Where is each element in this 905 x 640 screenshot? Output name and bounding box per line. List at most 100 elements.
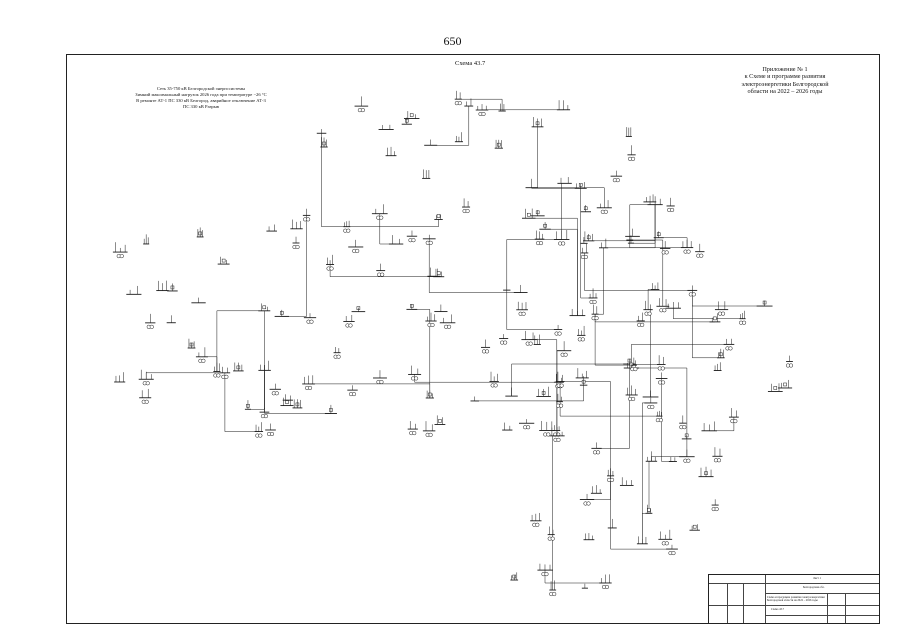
transformer-winding	[380, 272, 385, 277]
transformer-winding	[258, 433, 263, 438]
breaker	[773, 386, 778, 390]
grid-line	[531, 126, 538, 188]
transformer-winding	[633, 367, 638, 372]
breaker	[783, 382, 787, 387]
title-block-description: Схема и программа развития электроэнерге…	[767, 596, 825, 602]
transformer-winding	[728, 346, 733, 351]
page-number: 650	[443, 34, 462, 48]
grid-line	[411, 309, 431, 398]
transformer-winding	[484, 349, 490, 354]
grid-line	[556, 350, 565, 436]
transformer-winding	[686, 249, 691, 254]
transformer-winding	[144, 399, 149, 404]
grid-line	[651, 456, 687, 462]
diagram-caption: Сеть 35-750 кВ Белгородской энергосистем…	[106, 86, 296, 110]
grid-line	[673, 308, 743, 319]
transformer-winding	[550, 536, 555, 541]
transformer-winding	[670, 207, 675, 213]
transformer-winding	[788, 363, 794, 368]
appendix-line: области на 2022 – 2026 годы	[747, 88, 823, 96]
transformer-winding	[583, 254, 588, 260]
grid-line	[631, 344, 729, 368]
transformer-winding	[309, 319, 314, 324]
transformer-winding	[603, 209, 608, 214]
grid-line	[709, 417, 735, 432]
grid-line	[529, 339, 558, 431]
appendix-line: Приложение № 1	[762, 66, 808, 73]
grid-line	[588, 204, 656, 242]
transformer-winding	[650, 404, 655, 409]
grid-line	[506, 290, 559, 330]
grid-line	[145, 372, 225, 380]
transformer-winding	[412, 431, 417, 436]
breaker	[436, 214, 441, 218]
breaker	[436, 271, 441, 275]
transformer-winding	[348, 323, 353, 328]
title-block: Лист 1 Белгородская обл. Схема и програм…	[708, 574, 880, 624]
transformer-winding	[686, 458, 691, 463]
grid-line	[531, 187, 605, 208]
grid-line	[506, 239, 562, 291]
transformer-winding	[526, 425, 531, 430]
breaker	[713, 316, 717, 321]
breaker	[285, 400, 289, 404]
transformer-winding	[647, 311, 652, 316]
transformer-winding	[552, 591, 557, 597]
transformer-winding	[592, 299, 597, 305]
grid-line	[596, 364, 630, 449]
grid-line	[631, 367, 688, 457]
transformer-winding	[586, 501, 591, 506]
grid-line	[458, 98, 503, 111]
grid-line	[308, 383, 431, 398]
grid-line	[511, 363, 630, 397]
title-block-divider	[743, 583, 744, 623]
transformer-winding	[631, 156, 636, 161]
transformer-winding	[580, 337, 585, 342]
transformer-winding	[329, 266, 334, 271]
title-block-divider	[765, 615, 879, 616]
grid-line	[474, 385, 584, 402]
caption-line: ПС 330 кВ Разрыв	[183, 104, 219, 110]
transformer-winding	[346, 228, 351, 233]
grid-line	[584, 253, 693, 291]
grid-line	[247, 310, 265, 410]
grid-line	[346, 219, 439, 227]
grid-line	[692, 290, 765, 307]
transformer-winding	[716, 458, 722, 463]
transformer-winding	[360, 108, 365, 113]
transformer-winding	[481, 111, 486, 117]
grid-line	[264, 370, 331, 414]
grid-line	[216, 310, 265, 372]
transformer-winding	[671, 551, 676, 556]
transformer-winding	[493, 383, 498, 388]
transformer-winding	[201, 358, 206, 363]
grid-line	[629, 204, 656, 240]
transformer-winding	[742, 320, 747, 325]
grid-line	[631, 204, 656, 244]
grid-wires	[145, 98, 765, 590]
transformer-winding	[610, 477, 615, 482]
breaker	[262, 305, 267, 310]
transformer-winding	[149, 324, 154, 329]
transformer-winding	[604, 584, 610, 590]
transformer-winding	[721, 311, 726, 316]
grid-line	[642, 513, 649, 544]
transformer-winding	[664, 250, 669, 255]
caption-line: Сеть 35-750 кВ Белгородской энергосистем…	[156, 86, 246, 91]
title-block-divider	[765, 593, 879, 594]
title-block-divider	[827, 593, 828, 623]
transformer-winding	[595, 450, 601, 455]
transformer-winding	[521, 311, 526, 316]
breaker	[221, 258, 226, 263]
transformer-winding	[714, 507, 719, 512]
transformer-winding	[336, 354, 341, 359]
grid-line	[561, 183, 565, 240]
transformer-winding	[559, 383, 564, 388]
transformer-winding	[563, 352, 568, 357]
breaker	[409, 113, 414, 117]
grid-line	[661, 378, 673, 462]
grid-line	[281, 215, 307, 317]
grid-line	[321, 133, 347, 227]
transformer-winding	[661, 380, 666, 385]
